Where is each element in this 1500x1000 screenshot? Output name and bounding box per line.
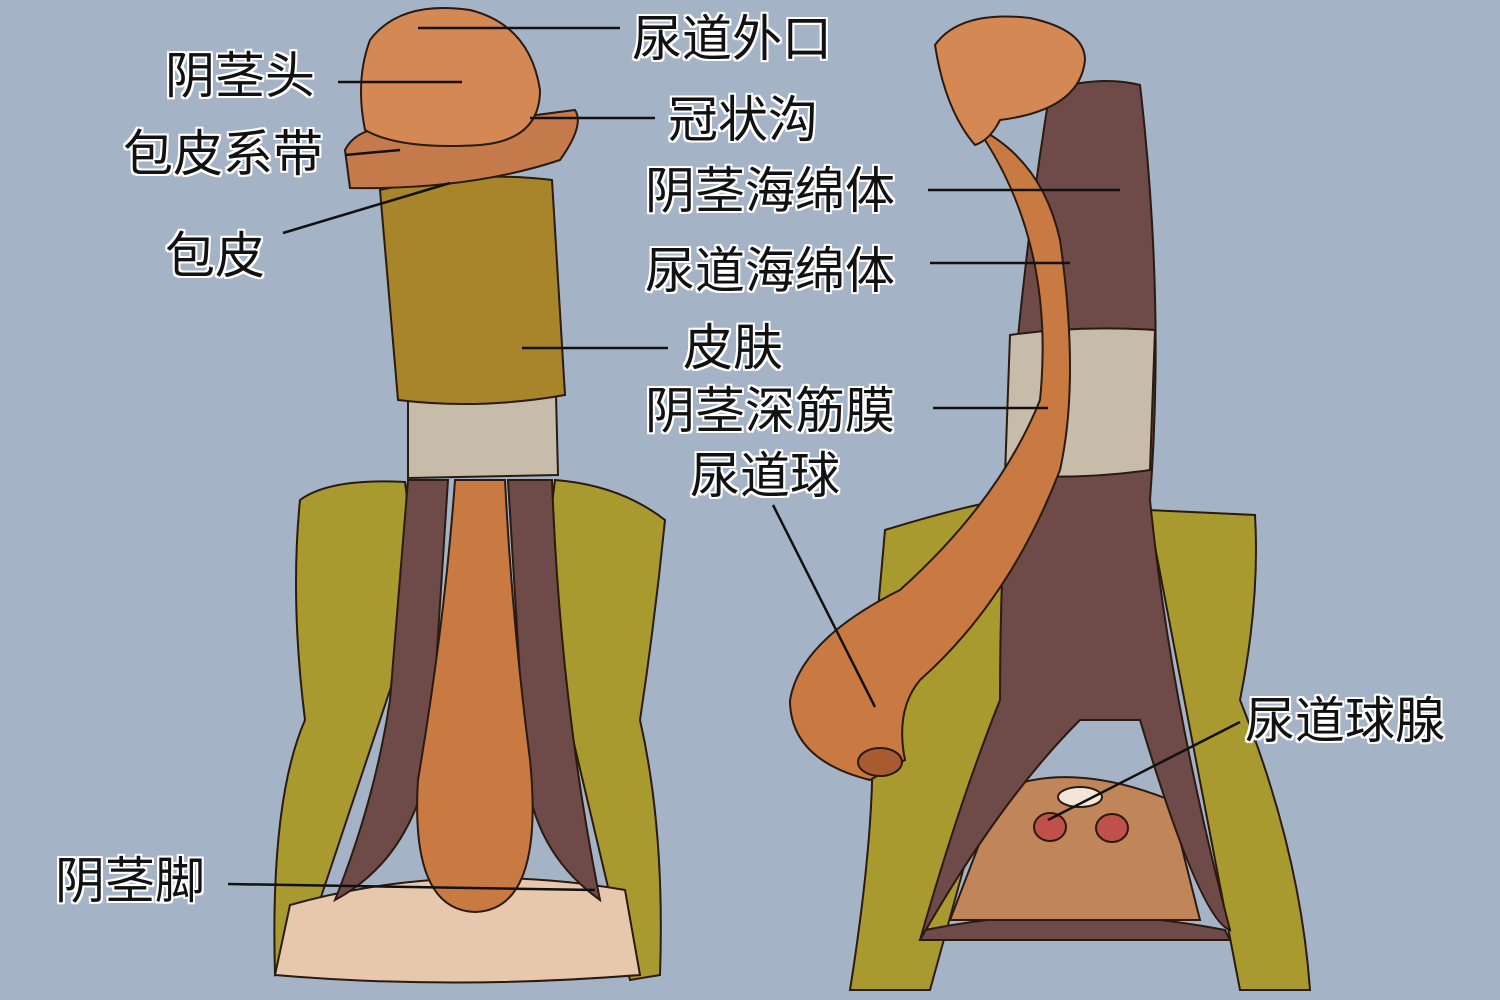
right-figure xyxy=(788,15,1312,991)
right-fig-right-olive xyxy=(1146,508,1312,991)
label-bulbourethral-gland: 尿道球腺 xyxy=(1245,692,1445,750)
right-fig-spongiosum xyxy=(788,119,1071,782)
right-olive-tissue xyxy=(538,478,667,982)
urethra-cross-section xyxy=(1057,786,1103,808)
left-glans xyxy=(360,7,542,147)
label-prepuce: 包皮 xyxy=(165,227,265,285)
label-corpus-spongiosum: 尿道海绵体 xyxy=(645,242,895,300)
label-frenulum: 包皮系带 xyxy=(123,125,323,183)
right-fig-bulb-orifice xyxy=(857,747,903,777)
right-fig-cavernosum xyxy=(919,80,1232,941)
label-external-urethral-orifice: 尿道外口 xyxy=(632,10,832,68)
label-glans: 阴茎头 xyxy=(165,47,315,105)
left-base-tissue xyxy=(273,877,642,984)
left-skin xyxy=(378,175,567,405)
left-olive-tissue xyxy=(273,480,422,977)
leader-lines xyxy=(227,26,1241,892)
bulbourethral-gland-left xyxy=(1033,812,1067,842)
label-skin: 皮肤 xyxy=(683,319,783,377)
label-crus: 阴茎脚 xyxy=(55,852,205,910)
bulbourethral-gland-right xyxy=(1095,813,1129,843)
left-figure xyxy=(273,7,667,984)
label-deep-fascia: 阴茎深筋膜 xyxy=(645,382,895,440)
left-spongiosum xyxy=(416,479,534,914)
label-coronal-sulcus: 冠状沟 xyxy=(668,91,818,149)
label-bulb: 尿道球 xyxy=(690,447,840,505)
label-corpus-cavernosum: 阴茎海绵体 xyxy=(645,162,895,220)
right-fig-glans xyxy=(933,15,1087,147)
left-fascia xyxy=(407,394,560,480)
